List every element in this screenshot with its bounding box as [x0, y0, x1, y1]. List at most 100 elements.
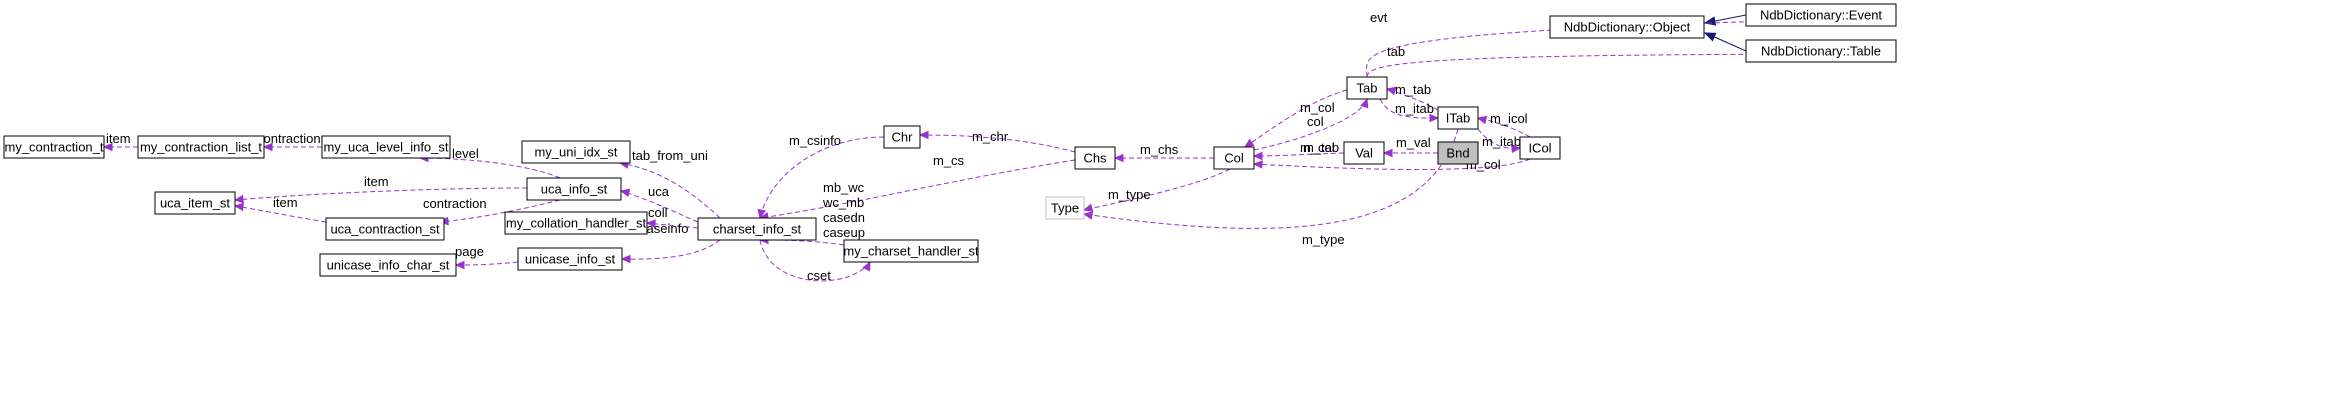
- class-node-label: Bnd: [1446, 146, 1469, 161]
- edge-icol-itab: m_icol: [1476, 111, 1531, 138]
- edge-label: m_col: [1300, 100, 1335, 115]
- edge-unicase-char: page: [454, 244, 519, 270]
- class-node-label: uca_info_st: [541, 182, 608, 197]
- class-node-label: ICol: [1528, 141, 1551, 156]
- edge-label: col: [1307, 114, 1324, 129]
- edge-col-chs: m_chs: [1113, 142, 1214, 163]
- class-node-label: Chr: [892, 130, 914, 145]
- arrowhead-icon: [102, 142, 113, 152]
- arrowhead-icon: [1511, 144, 1522, 154]
- class-node-type[interactable]: Type: [1045, 196, 1085, 220]
- edge-label: m_itab: [1482, 134, 1521, 149]
- edge-label: m_tab: [1303, 140, 1339, 155]
- edge-label: m_itab: [1395, 101, 1434, 116]
- edges-layer: evttabm_tabm_itabm_icolm_itabm_valm_colm…: [102, 10, 1898, 283]
- class-node-label: my_contraction_list_t: [140, 140, 262, 155]
- class-node-label: Val: [1355, 146, 1373, 161]
- class-node-uca-contraction-st[interactable]: uca_contraction_st: [325, 217, 445, 241]
- class-node-icol[interactable]: ICol: [1519, 136, 1561, 160]
- class-node-label: uca_contraction_st: [330, 222, 440, 237]
- class-node-label: unicase_info_char_st: [327, 258, 450, 273]
- edge-label: caseinfo: [640, 221, 688, 236]
- edge-label: caseup: [823, 225, 865, 240]
- edge-label: uca: [648, 184, 670, 199]
- class-node-label: ITab: [1446, 111, 1471, 126]
- arrowhead-icon: [757, 208, 766, 220]
- edge-label: item: [364, 174, 389, 189]
- arrowhead-icon: [1243, 138, 1255, 148]
- edge-itab-icol: m_itab: [1477, 128, 1522, 154]
- class-node-table[interactable]: NdbDictionary::Table: [1745, 39, 1897, 63]
- edge-label: contraction: [423, 196, 487, 211]
- edge-cs-handler: cset: [759, 239, 871, 283]
- arrowhead-icon: [454, 260, 465, 270]
- arrowhead-icon: [619, 188, 631, 198]
- arrowhead-icon: [645, 219, 656, 228]
- class-node-tab[interactable]: Tab: [1346, 76, 1388, 100]
- class-node-label: unicase_info_st: [525, 252, 616, 267]
- edge-label: contractions: [257, 131, 328, 146]
- class-node-label: Chs: [1083, 151, 1107, 166]
- class-node-itab[interactable]: ITab: [1437, 106, 1479, 130]
- edge-label: m_val: [1396, 135, 1431, 150]
- arrowhead-icon: [1082, 211, 1094, 220]
- class-node-my-charset-handler-st[interactable]: my_charset_handler_st: [843, 239, 979, 263]
- class-node-label: NdbDictionary::Event: [1760, 8, 1882, 23]
- class-node-bnd[interactable]: Bnd: [1437, 141, 1479, 165]
- edge-chs-cs: m_cs: [758, 153, 1076, 221]
- edge-label: coll: [648, 205, 668, 220]
- class-node-val[interactable]: Val: [1343, 141, 1385, 165]
- class-node-my-uni-idx-st[interactable]: my_uni_idx_st: [521, 140, 631, 164]
- edge-itab-tab: m_tab: [1385, 82, 1439, 111]
- class-node-label: my_contraction_t: [5, 140, 104, 155]
- edge-label: cset: [807, 268, 831, 283]
- edge-label: tab_from_uni: [632, 148, 708, 163]
- arrowhead-icon: [1703, 16, 1717, 26]
- class-node-object[interactable]: NdbDictionary::Object: [1549, 15, 1705, 39]
- class-node-my-contraction-list-t[interactable]: my_contraction_list_t: [137, 135, 265, 159]
- class-node-my-collation-handler-st[interactable]: my_collation_handler_st: [504, 211, 648, 235]
- arrowhead-icon: [620, 254, 631, 264]
- class-node-label: Col: [1224, 151, 1244, 166]
- arrowhead-icon: [1252, 151, 1263, 161]
- edge-tab-itab: m_itab: [1379, 98, 1440, 123]
- class-node-event[interactable]: NdbDictionary::Event: [1745, 3, 1897, 27]
- class-node-charset-info-st[interactable]: charset_info_st: [697, 217, 817, 241]
- nodes-layer: NdbDictionary::Object NdbDictionary::Even…: [3, 3, 1897, 277]
- class-node-unicase-info-st[interactable]: unicase_info_st: [517, 247, 623, 271]
- edge-label: m_col: [1300, 140, 1335, 155]
- edge-label: casedn: [823, 210, 865, 225]
- class-node-label: my_collation_handler_st: [506, 216, 647, 231]
- class-node-unicase-info-char-st[interactable]: unicase_info_char_st: [319, 253, 457, 277]
- class-node-my-contraction-t[interactable]: my_contraction_t: [3, 135, 105, 159]
- edge-label: item: [273, 195, 298, 210]
- class-node-uca-item-st[interactable]: uca_item_st: [154, 191, 236, 215]
- edge-label: m_type: [1302, 232, 1345, 247]
- edge-cs-coll: coll: [645, 205, 699, 229]
- class-node-label: my_charset_handler_st: [843, 244, 979, 259]
- edge-label: m_tab: [1395, 82, 1431, 97]
- edge-list-contraction: item: [102, 131, 138, 152]
- edge-label: page: [455, 244, 484, 259]
- edge-level-list: contractions: [257, 131, 328, 152]
- edge-label: mb_wc: [823, 180, 865, 195]
- class-node-chs[interactable]: Chs: [1074, 146, 1116, 170]
- edge-val-col: m_col: [1252, 140, 1345, 161]
- class-node-uca-info-st[interactable]: uca_info_st: [526, 177, 622, 201]
- arrowhead-icon: [862, 260, 871, 272]
- arrowhead-icon: [262, 142, 273, 152]
- class-node-chr[interactable]: Chr: [883, 125, 921, 149]
- edge-cs-unicase: caseinfo: [620, 221, 721, 264]
- class-node-my-uca-level-info-st[interactable]: my_uca_level_info_st: [321, 135, 451, 159]
- edge-event-object: [1703, 14, 1747, 26]
- class-node-label: charset_info_st: [713, 222, 802, 237]
- class-node-col[interactable]: Col: [1213, 146, 1255, 170]
- arrowhead-icon: [1113, 153, 1124, 163]
- class-node-label: Type: [1051, 201, 1079, 216]
- edge-cs-uniidx: tab_from_uni: [618, 148, 721, 219]
- edge-label: level: [452, 146, 479, 161]
- edge-itab-type: m_type: [1082, 128, 1459, 247]
- class-node-label: NdbDictionary::Object: [1564, 20, 1691, 35]
